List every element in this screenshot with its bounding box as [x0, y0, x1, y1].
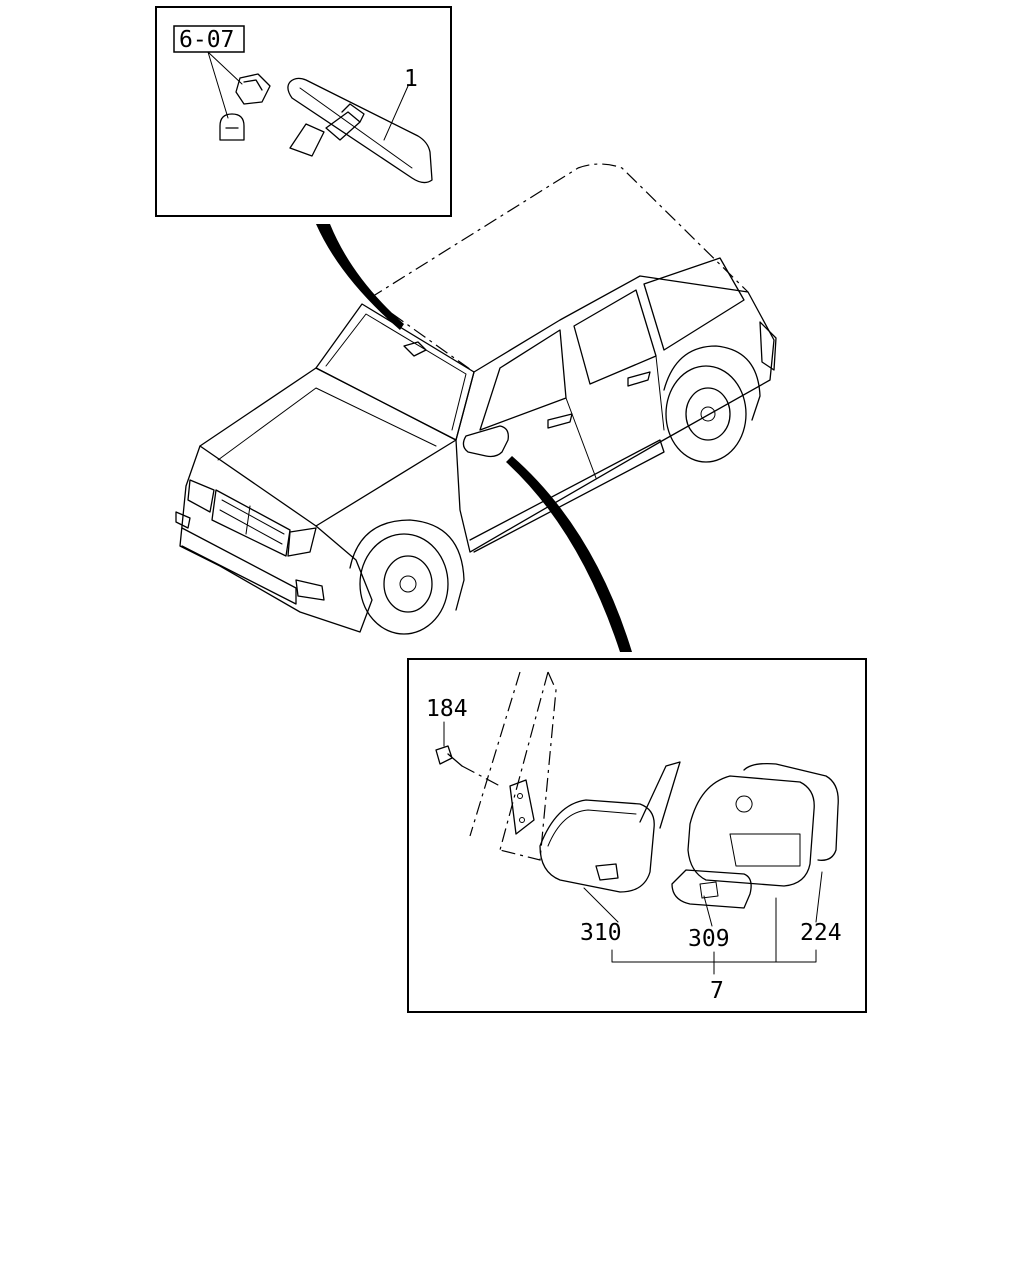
leader-1	[383, 85, 409, 141]
rear-wheel-arch	[663, 345, 761, 421]
inset-door-mirror: 184 310 309 224 7	[407, 658, 867, 1013]
door-handle-rear	[627, 371, 651, 387]
leader-6-07	[207, 51, 243, 119]
front-fascia	[179, 445, 373, 633]
fog-light-left	[175, 511, 191, 529]
side-body	[455, 275, 775, 553]
bolt-184	[435, 745, 463, 767]
rocker-panel	[469, 439, 665, 553]
roof-line	[369, 163, 749, 299]
turn-lamp	[671, 869, 752, 909]
mirror-glass	[743, 762, 839, 861]
car-inner-mirror	[403, 341, 427, 357]
door-lines	[565, 355, 665, 479]
front-rim	[383, 555, 433, 613]
grille	[211, 489, 291, 557]
hood-crease	[217, 387, 437, 461]
mirror-cover-clip	[595, 863, 619, 881]
mirror-housing	[687, 775, 815, 887]
rear-tire	[665, 365, 747, 463]
front-wheel-arch	[349, 519, 465, 611]
windshield-inner	[325, 313, 467, 431]
mirror-stem	[325, 103, 365, 141]
leader-310	[583, 887, 619, 923]
inset-frame-bottom	[407, 658, 867, 1013]
mirror-mount	[289, 123, 325, 157]
mirror-cover-edge	[547, 809, 637, 847]
mount-hole-2	[519, 817, 525, 823]
mount-hole-1	[517, 793, 523, 799]
tail-light	[759, 321, 777, 371]
part-connector	[235, 73, 271, 105]
car-side-mirror	[462, 425, 509, 458]
label-309: 309	[688, 926, 730, 952]
headlight-right	[287, 527, 317, 557]
rear-hub	[700, 406, 716, 422]
mount-plate	[509, 779, 535, 835]
label-7: 7	[710, 978, 724, 1004]
front-tire	[359, 533, 449, 635]
leader-309	[703, 895, 713, 927]
label-1: 1	[404, 66, 418, 92]
label-310: 310	[580, 920, 622, 946]
assembly-bracket	[611, 949, 817, 975]
label-6-07: 6-07	[179, 27, 234, 53]
roof-front-edge	[369, 297, 475, 373]
label-184: 184	[426, 696, 468, 722]
rear-rim	[685, 387, 731, 441]
fog-light	[295, 579, 325, 601]
bolt-path	[461, 765, 501, 787]
label-224: 224	[800, 920, 842, 946]
vehicle-illustration	[175, 163, 777, 635]
door-pillar	[469, 671, 557, 861]
mirror-cover	[539, 799, 655, 893]
mirror-edge	[299, 87, 413, 169]
quarter-window	[643, 257, 745, 351]
grille-bars	[219, 499, 285, 545]
rear-side-window	[573, 289, 657, 385]
turn-lamp-lens	[699, 881, 719, 899]
inset-interior-mirror: 6-07 1	[155, 6, 452, 217]
pointer-interior-mirror	[316, 224, 404, 330]
pointer-side-mirror	[506, 456, 632, 652]
headlight-left	[187, 479, 215, 513]
leader-224	[815, 871, 823, 923]
door-handle-front	[547, 413, 573, 429]
mirror-arm	[639, 761, 681, 829]
front-hub	[399, 575, 417, 593]
ref-box-6-07	[173, 25, 245, 53]
windshield	[315, 303, 475, 441]
front-side-window	[479, 329, 567, 431]
part-cover-small	[219, 113, 245, 141]
bumper	[181, 527, 297, 605]
mirror-housing-inner	[729, 795, 801, 867]
mirror-body	[287, 77, 433, 184]
